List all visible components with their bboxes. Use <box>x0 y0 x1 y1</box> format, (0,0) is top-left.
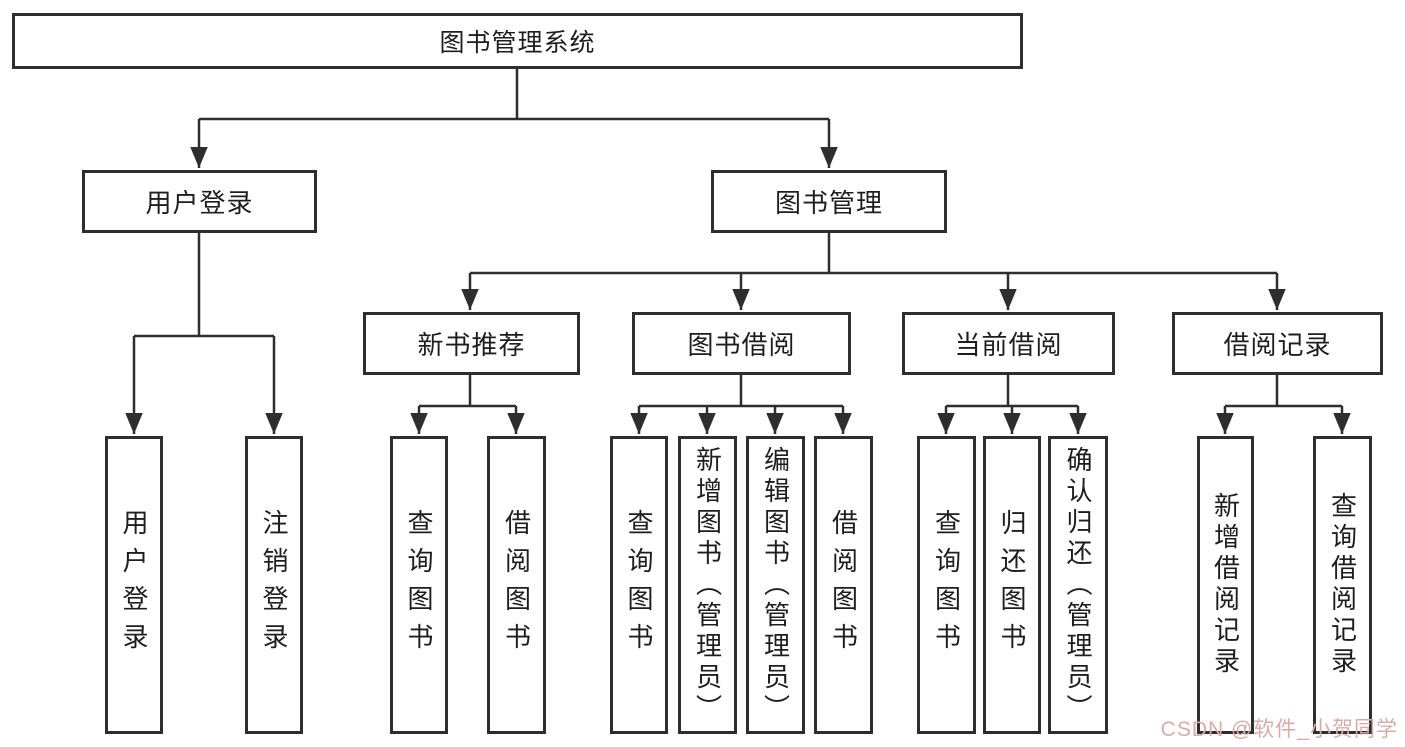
csdn-watermark: CSDN @软件_小贺同学 <box>1160 718 1398 741</box>
leaf-borrow-books-1: 借阅图书 <box>487 436 546 734</box>
node-user-login: 用户登录 <box>82 170 317 233</box>
edge-user-login-trunk <box>134 233 274 338</box>
leaf-query-books-1: 查询图书 <box>390 436 448 734</box>
edge-current-borrow-trunk <box>946 375 1078 408</box>
leaf-query-borrow-record-label: 查询借阅记录 <box>1327 492 1358 678</box>
node-new-book-recommend: 新书推荐 <box>363 312 580 375</box>
node-user-login-label: 用户登录 <box>145 188 254 218</box>
node-book-borrow-label: 图书借阅 <box>687 330 796 360</box>
leaf-user-login-label: 用户登录 <box>119 509 149 661</box>
leaf-query-books-1-label: 查询图书 <box>404 509 434 661</box>
leaf-logout-label: 注销登录 <box>259 509 289 661</box>
edge-book-borrow-trunk <box>639 375 843 408</box>
leaf-query-borrow-record: 查询借阅记录 <box>1313 436 1372 734</box>
leaf-edit-book-admin: 编辑图书（管理员） <box>746 436 805 734</box>
leaf-user-login: 用户登录 <box>105 436 163 734</box>
leaf-return-books: 归还图书 <box>983 436 1041 734</box>
leaf-query-books-2-label: 查询图书 <box>624 509 654 661</box>
leaf-add-borrow-record-label: 新增借阅记录 <box>1210 492 1241 678</box>
edge-root-trunk <box>199 68 829 121</box>
leaf-borrow-books-2: 借阅图书 <box>814 436 873 734</box>
leaf-borrow-books-2-label: 借阅图书 <box>828 509 859 661</box>
leaf-confirm-return-admin-label: 确认归还（管理员） <box>1063 445 1093 725</box>
leaf-query-books-3-label: 查询图书 <box>931 509 962 661</box>
leaf-logout: 注销登录 <box>245 436 303 734</box>
leaf-query-books-3: 查询图书 <box>917 436 976 734</box>
node-root-label: 图书管理系统 <box>439 29 596 57</box>
edge-borrow-records-trunk <box>1225 375 1342 408</box>
edge-new-book-recommend-trunk <box>419 375 516 408</box>
node-borrow-records: 借阅记录 <box>1172 312 1383 375</box>
leaf-add-borrow-record: 新增借阅记录 <box>1197 436 1254 734</box>
edge-book-management-trunk <box>470 233 1277 275</box>
node-new-book-recommend-label: 新书推荐 <box>417 330 526 360</box>
node-borrow-records-label: 借阅记录 <box>1223 330 1332 360</box>
leaf-return-books-label: 归还图书 <box>997 509 1027 661</box>
leaf-borrow-books-1-label: 借阅图书 <box>501 509 532 661</box>
node-book-management-label: 图书管理 <box>774 188 883 218</box>
node-book-borrow: 图书借阅 <box>632 312 851 375</box>
leaf-confirm-return-admin: 确认归还（管理员） <box>1048 436 1108 734</box>
node-current-borrow: 当前借阅 <box>902 312 1115 375</box>
leaf-add-book-admin: 新增图书（管理员） <box>678 436 737 734</box>
node-current-borrow-label: 当前借阅 <box>954 330 1063 360</box>
leaf-add-book-admin-label: 新增图书（管理员） <box>692 445 723 725</box>
leaf-query-books-2: 查询图书 <box>610 436 668 734</box>
node-root: 图书管理系统 <box>12 13 1023 69</box>
leaf-edit-book-admin-label: 编辑图书（管理员） <box>760 445 791 725</box>
node-book-management: 图书管理 <box>711 170 947 233</box>
